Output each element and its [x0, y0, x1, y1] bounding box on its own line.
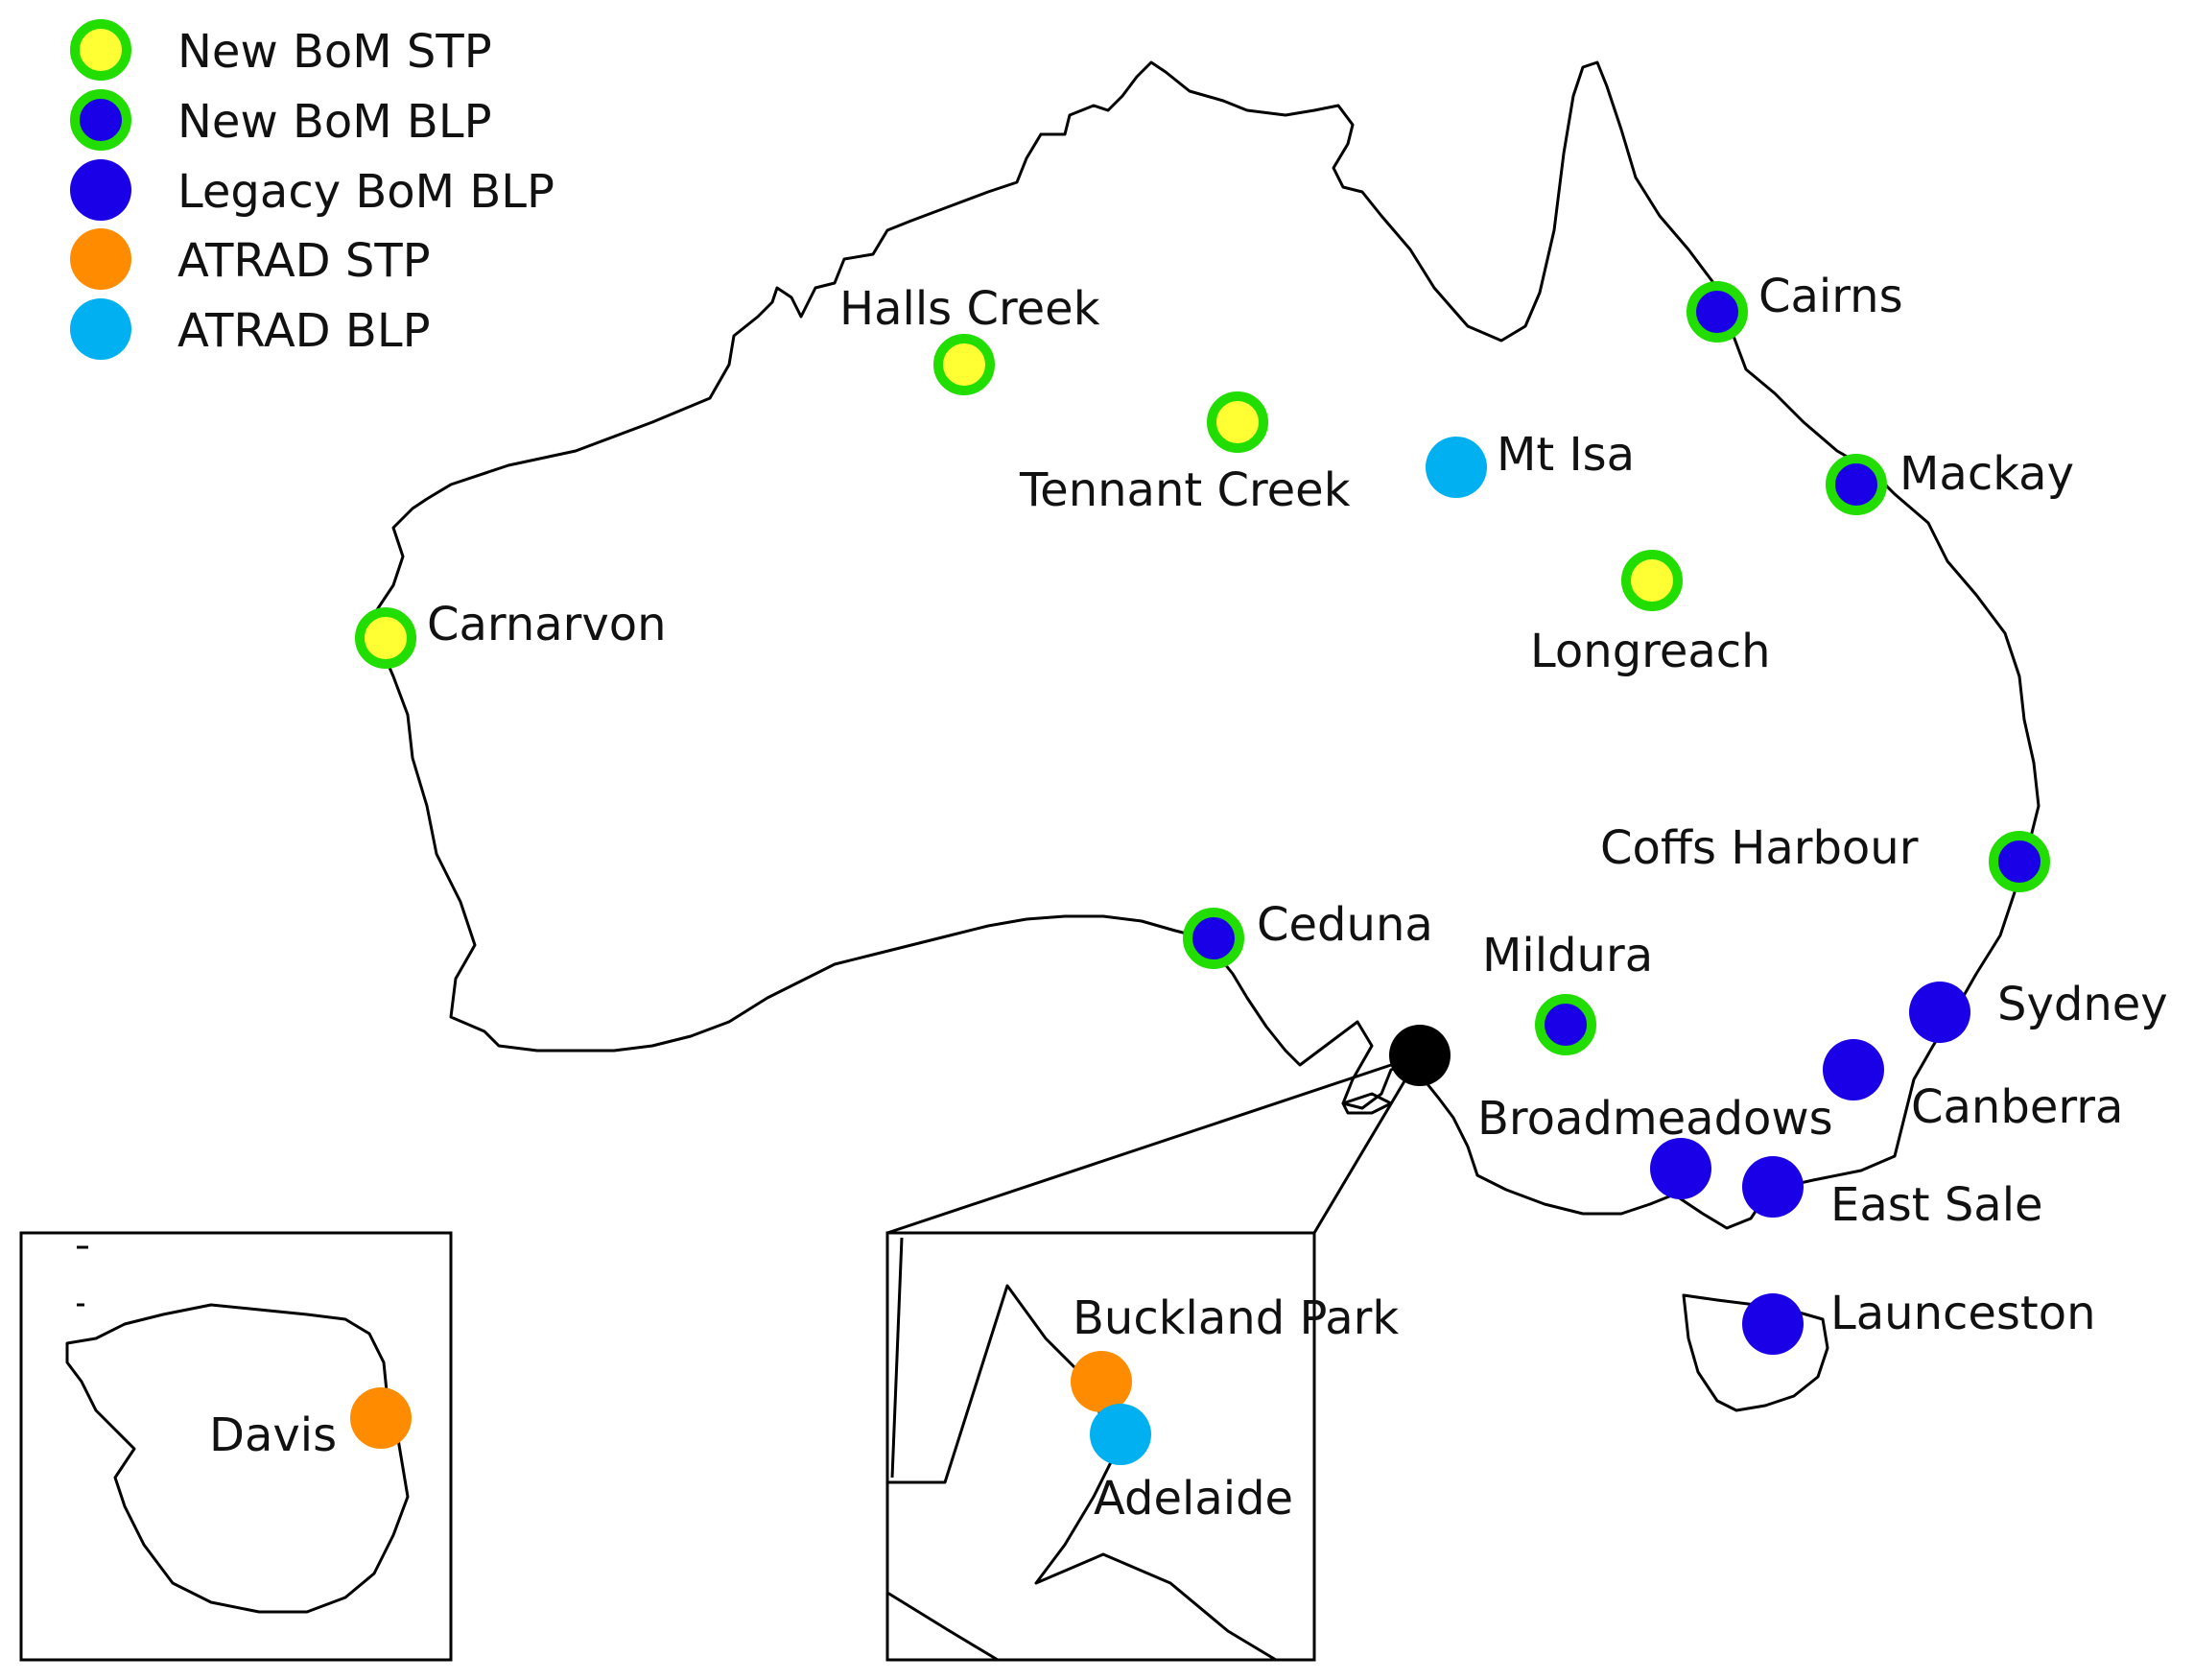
station-marker-cairns: [1687, 281, 1748, 343]
station-marker-mackay: [1826, 454, 1887, 515]
station-label-coffs-harbour: Coffs Harbour: [1600, 821, 1919, 875]
legend: New BoM STP New BoM BLP Legacy BoM BLP A…: [70, 19, 554, 360]
station-label-broadmeadows: Broadmeadows: [1477, 1092, 1833, 1146]
station-label-cairns: Cairns: [1758, 270, 1903, 323]
callout-line-bottom: [1312, 1054, 1422, 1234]
station-label-mildura: Mildura: [1482, 929, 1653, 982]
station-marker-east-sale: [1742, 1156, 1804, 1218]
station-label-ceduna: Ceduna: [1257, 898, 1433, 952]
station-marker-mt-isa: [1426, 437, 1487, 498]
station-label-carnarvon: Carnarvon: [427, 598, 667, 651]
svg-text:ATRAD BLP: ATRAD BLP: [177, 304, 431, 358]
svg-text:New BoM STP: New BoM STP: [177, 25, 492, 79]
legend-item-atrad-blp: ATRAD BLP: [70, 298, 431, 360]
kangaroo-island: [1341, 1092, 1393, 1115]
station-marker-canberra: [1823, 1039, 1884, 1100]
station-marker-broadmeadows: [1650, 1138, 1711, 1199]
station-label-davis: Davis: [209, 1408, 337, 1462]
station-marker-ceduna: [1183, 908, 1244, 969]
svg-text:ATRAD STP: ATRAD STP: [177, 234, 431, 288]
station-label-longreach: Longreach: [1530, 625, 1771, 678]
svg-text:Legacy BoM BLP: Legacy BoM BLP: [177, 165, 554, 219]
stations: Halls Creek Tennant Creek Mt Isa Cairns …: [209, 270, 2168, 1526]
station-marker-launceston: [1742, 1293, 1804, 1355]
station-label-tennant-creek: Tennant Creek: [1019, 463, 1351, 517]
station-label-buckland-park: Buckland Park: [1073, 1291, 1399, 1345]
station-label-east-sale: East Sale: [1830, 1178, 2043, 1232]
station-marker-adelaide: [1090, 1404, 1151, 1465]
station-marker-mildura: [1535, 994, 1596, 1055]
legend-item-legacy-bom-blp: Legacy BoM BLP: [70, 159, 554, 221]
station-marker-tennant-creek: [1207, 391, 1268, 453]
callout-line-top: [886, 1053, 1421, 1235]
legend-item-new-bom-blp: New BoM BLP: [70, 89, 492, 151]
legend-item-new-bom-stp: New BoM STP: [70, 19, 492, 81]
station-marker-sydney: [1909, 982, 1970, 1043]
station-marker-carnarvon: [355, 607, 416, 669]
adelaide-location-marker: [1389, 1025, 1451, 1086]
station-label-canberra: Canberra: [1911, 1080, 2123, 1134]
station-label-mt-isa: Mt Isa: [1497, 428, 1635, 482]
station-marker-longreach: [1621, 550, 1683, 611]
station-label-adelaide: Adelaide: [1094, 1472, 1293, 1526]
station-marker-halls-creek: [933, 334, 995, 395]
station-marker-davis: [350, 1387, 412, 1449]
station-label-halls-creek: Halls Creek: [839, 282, 1100, 336]
station-label-launceston: Launceston: [1830, 1287, 2096, 1340]
station-marker-coffs-harbour: [1989, 831, 2050, 892]
svg-text:New BoM BLP: New BoM BLP: [177, 95, 492, 149]
legend-item-atrad-stp: ATRAD STP: [70, 228, 431, 290]
station-label-sydney: Sydney: [1997, 978, 2168, 1031]
station-marker-buckland-park: [1071, 1351, 1132, 1412]
station-label-mackay: Mackay: [1899, 447, 2074, 501]
